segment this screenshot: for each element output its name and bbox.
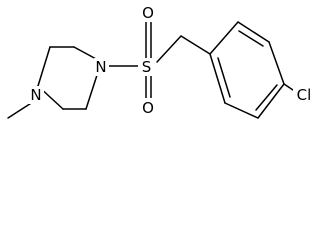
bond-b2-b3-inner xyxy=(238,30,264,47)
atom-oxygen-top: O xyxy=(142,4,154,22)
molecule-structure: S O O N N Cl xyxy=(7,4,317,119)
atom-oxygen-bottom: O xyxy=(142,99,154,117)
bonds xyxy=(7,21,297,119)
bond-s-ch2 xyxy=(156,35,182,63)
bond-b6-b1-inner xyxy=(217,57,231,98)
bond-b2-b3 xyxy=(237,21,270,43)
bond-c6-n1 xyxy=(85,71,99,110)
bond-b4-b5 xyxy=(257,83,285,119)
atom-nitrogen-methyl: N xyxy=(30,86,41,104)
bond-c3-n4 xyxy=(37,46,51,87)
atom-nitrogen-sulfonyl: N xyxy=(95,58,106,76)
bond-ch2-ring xyxy=(180,35,211,55)
atom-sulfur: S xyxy=(142,58,152,76)
bond-b5-b6 xyxy=(224,102,259,119)
bond-b3-b4 xyxy=(268,41,285,85)
atom-labels: S O O N N Cl xyxy=(28,4,317,117)
bond-n1-c2 xyxy=(73,46,99,61)
bond-b4-b5-inner xyxy=(255,84,278,111)
bond-b6-b1 xyxy=(209,53,226,104)
atom-chlorine: Cl xyxy=(297,86,312,104)
bond-b1-b2 xyxy=(209,21,239,55)
